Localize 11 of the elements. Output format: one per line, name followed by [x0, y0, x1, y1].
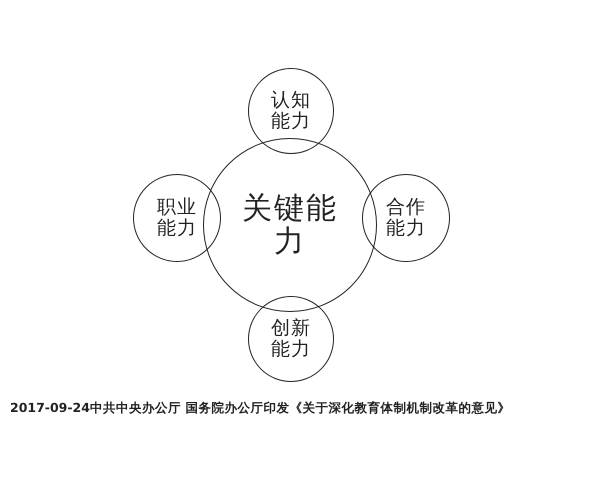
ability-circle [248, 68, 334, 154]
ability-circle [248, 296, 334, 382]
ability-circle [133, 174, 221, 262]
ability-label: 创新能力 [270, 318, 312, 360]
ability-circle [362, 174, 450, 262]
central-label: 关键能力 [242, 192, 338, 258]
ability-label: 认知能力 [270, 90, 312, 132]
ability-label: 合作能力 [385, 197, 427, 239]
ability-label: 职业能力 [156, 197, 198, 239]
caption: 2017-09-24中共中央办公厅 国务院办公厅印发《关于深化教育体制机制改革的意见》 [10, 400, 512, 417]
central-circle [203, 138, 377, 312]
